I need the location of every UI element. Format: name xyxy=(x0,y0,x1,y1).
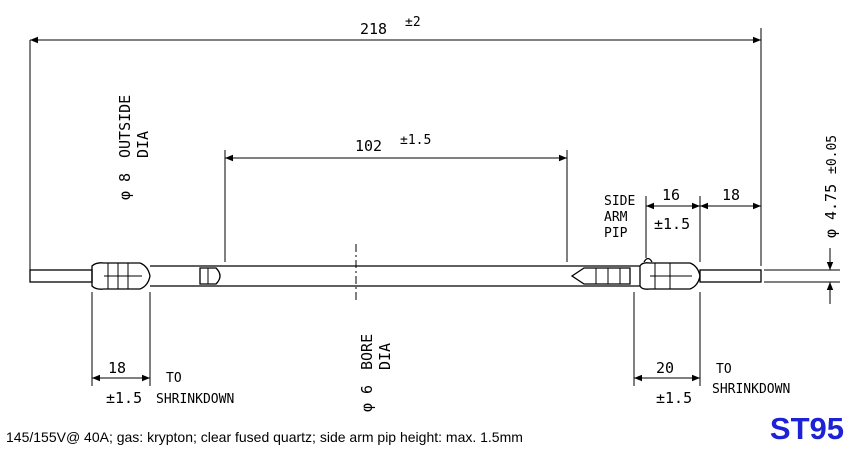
side-dim-16: 16 xyxy=(662,186,680,204)
right-shrink-tolerance: ±1.5 xyxy=(656,389,692,407)
bore-dia-text-2: DIA xyxy=(376,343,394,370)
outside-dia-text-1: OUTSIDE xyxy=(116,95,134,158)
outside-dia-text-2: DIA xyxy=(134,131,152,158)
left-shrink-label: SHRINKDOWN xyxy=(156,392,234,407)
right-shrinkdown-dimension: 20 TO ±1.5 SHRINKDOWN xyxy=(633,292,790,407)
right-shrink-value: 20 xyxy=(656,359,674,377)
outside-dia-symbol: φ 8 xyxy=(116,173,134,200)
side-arm-text-2: ARM xyxy=(604,210,628,225)
spec-caption: 145/155V@ 40A; gas: krypton; clear fused… xyxy=(6,429,523,445)
pin-dia-dimension: φ 4.75 ±0.05 xyxy=(764,135,840,304)
bore-dia-text-1: BORE xyxy=(358,334,376,370)
arc-length-value: 102 xyxy=(355,137,382,155)
outside-dia-label: φ 8 OUTSIDE DIA xyxy=(116,95,152,200)
overall-length-tolerance: ±2 xyxy=(405,15,421,30)
lamp-body xyxy=(29,244,762,300)
pin-dia-tolerance: ±0.05 xyxy=(825,135,840,174)
pin-dia-symbol: φ xyxy=(822,229,840,238)
side-dim-16-tolerance: ±1.5 xyxy=(654,215,690,233)
right-shrink-to: TO xyxy=(716,362,732,377)
bore-dia-label: φ 6 BORE DIA xyxy=(358,334,394,412)
arc-length-tolerance: ±1.5 xyxy=(400,133,431,148)
pin-dia-value: 4.75 xyxy=(822,184,840,220)
overall-length-value: 218 xyxy=(360,20,387,38)
left-shrink-to: TO xyxy=(166,371,182,386)
model-number: ST95 xyxy=(769,411,844,446)
left-shrink-value: 18 xyxy=(108,359,126,377)
side-arm-dimensions: SIDE ARM PIP 16 ±1.5 18 xyxy=(604,186,761,262)
side-dim-18: 18 xyxy=(722,186,740,204)
side-arm-text-3: PIP xyxy=(604,226,628,241)
overall-dimension: 218 ±2 xyxy=(29,15,762,278)
side-arm-text-1: SIDE xyxy=(604,194,635,209)
arc-length-dimension: 102 ±1.5 xyxy=(224,133,568,262)
left-shrinkdown-dimension: 18 TO ±1.5 SHRINKDOWN xyxy=(91,292,234,407)
bore-dia-symbol: φ 6 xyxy=(358,385,376,412)
left-shrink-tolerance: ±1.5 xyxy=(106,389,142,407)
right-shrink-label: SHRINKDOWN xyxy=(712,382,790,397)
